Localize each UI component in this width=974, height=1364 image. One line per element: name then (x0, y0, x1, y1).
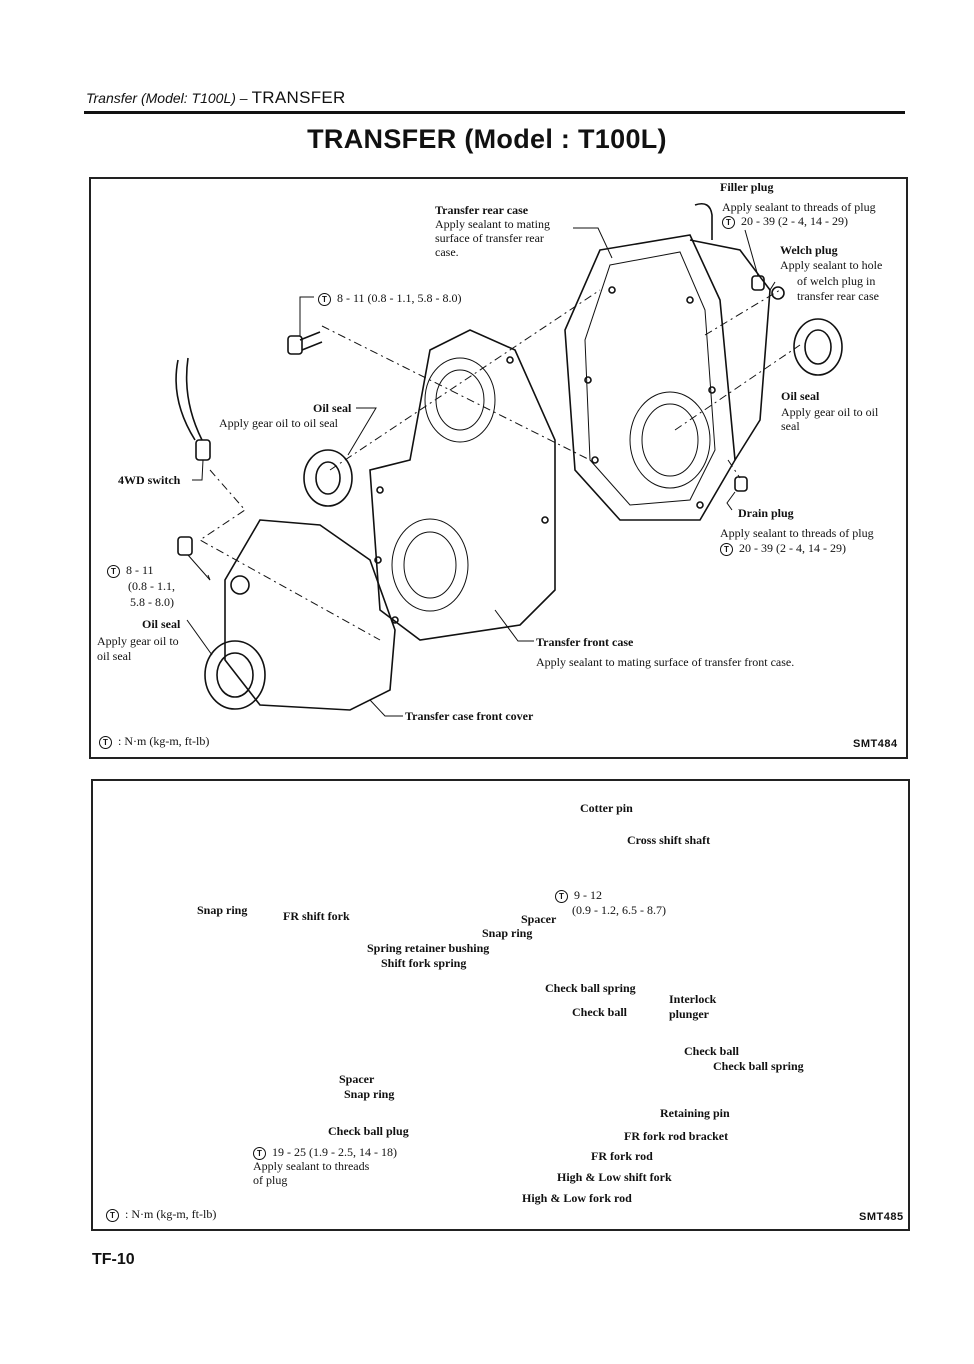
spacer-top-label: Spacer (521, 912, 557, 926)
fr-fork-rod-label: FR fork rod (591, 1149, 653, 1163)
filler-plug-note: Apply sealant to threads of plug (722, 200, 876, 214)
snap-ring-left-label: Snap ring (197, 903, 248, 917)
running-head-text: Transfer (Model: T100L) – (86, 90, 248, 106)
front-case-note: Apply sealant to mating surface of trans… (536, 655, 795, 669)
front-case-label: Transfer front case (536, 635, 634, 649)
figure1-id: SMT484 (853, 738, 898, 750)
torque-icon: T (253, 1147, 266, 1160)
torque-icon: T (722, 216, 735, 229)
check-ball-plug-label: Check ball plug (328, 1124, 409, 1138)
figure1-torque-legend: T: N·m (kg-m, ft-lb) (99, 734, 209, 749)
4wd-switch-illustration (175, 357, 211, 461)
filler-plug-illustration (694, 202, 713, 240)
check-ball-spring-1-label: Check ball spring (545, 981, 636, 995)
page-number: TF-10 (92, 1251, 135, 1268)
figure2-torque-legend: T: N·m (kg-m, ft-lb) (106, 1207, 216, 1222)
cotter-pin-label: Cotter pin (580, 801, 633, 815)
drain-plug-illustration (734, 476, 748, 492)
welch-plug-note-1: Apply sealant to hole (780, 258, 883, 272)
bolt-left-illustration (177, 536, 193, 556)
check-ball-2-label: Check ball (684, 1044, 740, 1058)
snap-ring-bottom-label: Snap ring (344, 1087, 395, 1101)
figure2-id: SMT485 (859, 1211, 904, 1223)
oil-seal-right-note-1: Apply gear oil to oil (781, 405, 879, 419)
running-head: Transfer (Model: T100L) –TRANSFER (86, 88, 346, 108)
oil-seal-mid-label: Oil seal (313, 401, 352, 415)
shaft-torque-2: (0.9 - 1.2, 6.5 - 8.7) (572, 903, 666, 917)
welch-plug-illustration (751, 275, 765, 291)
welch-plug-cap (771, 286, 785, 300)
oil-seal-mid-illustration (303, 449, 353, 507)
oil-seal-left-label: Oil seal (142, 617, 181, 631)
rear-case-note-1: Apply sealant to mating (435, 217, 550, 231)
drain-plug-label: Drain plug (738, 506, 794, 520)
bolt-top-illustration (287, 331, 323, 355)
oil-seal-mid-note: Apply gear oil to oil seal (219, 416, 338, 430)
torque-icon: T (107, 565, 120, 578)
shift-fork-spring-label: Shift fork spring (381, 956, 467, 970)
hl-fork-rod-label: High & Low fork rod (522, 1191, 632, 1205)
figure-transfer-case-exploded (89, 177, 908, 759)
torque-icon: T (720, 543, 733, 556)
spring-retainer-bushing-label: Spring retainer bushing (367, 941, 490, 955)
interlock-plunger-label-2: plunger (669, 1007, 710, 1021)
oil-seal-right-note-2: seal (781, 419, 800, 433)
bolt-torque-left-2: (0.8 - 1.1, (128, 579, 175, 593)
oil-seal-left-note-2: oil seal (97, 649, 132, 663)
check-ball-1-label: Check ball (572, 1005, 628, 1019)
hl-shift-fork-label: High & Low shift fork (557, 1170, 672, 1184)
welch-plug-note-3: transfer rear case (797, 289, 879, 303)
fr-shift-fork-label: FR shift fork (283, 909, 350, 923)
header-rule (84, 111, 905, 114)
running-head-section: TRANSFER (251, 88, 346, 107)
retaining-pin-label: Retaining pin (660, 1106, 730, 1120)
rear-case-note-2: surface of transfer rear (435, 231, 544, 245)
transfer-front-case-illustration (369, 329, 556, 641)
torque-icon: T (106, 1209, 119, 1222)
welch-plug-note-2: of welch plug in (797, 274, 876, 288)
torque-icon: T (555, 890, 568, 903)
oil-seal-right-label: Oil seal (781, 389, 820, 403)
filler-plug-label: Filler plug (720, 180, 774, 194)
oil-seal-left-note-1: Apply gear oil to (97, 634, 179, 648)
front-cover-label: Transfer case front cover (405, 709, 534, 723)
oil-seal-right-illustration (793, 318, 843, 376)
4wd-switch-label: 4WD switch (118, 473, 181, 487)
plug-note-2: of plug (253, 1173, 288, 1187)
torque-icon: T (318, 293, 331, 306)
page-title: TRANSFER (Model : T100L) (307, 124, 667, 154)
spacer-bottom-label: Spacer (339, 1072, 375, 1086)
bolt-torque-left-3: 5.8 - 8.0) (130, 595, 174, 609)
snap-ring-mid-label: Snap ring (482, 926, 533, 940)
drain-plug-note: Apply sealant to threads of plug (720, 526, 874, 540)
rear-case-label: Transfer rear case (435, 203, 529, 217)
plug-note-1: Apply sealant to threads (253, 1159, 370, 1173)
rear-case-note-3: case. (435, 245, 459, 259)
transfer-case-front-cover-illustration (204, 519, 396, 711)
figure-shift-mechanism-exploded (91, 779, 910, 1231)
fr-fork-rod-bracket-label: FR fork rod bracket (624, 1129, 729, 1143)
check-ball-spring-2-label: Check ball spring (713, 1059, 804, 1073)
cross-shift-shaft-label: Cross shift shaft (627, 833, 711, 847)
welch-plug-label: Welch plug (780, 243, 838, 257)
torque-icon: T (99, 736, 112, 749)
interlock-plunger-label-1: Interlock (669, 992, 717, 1006)
